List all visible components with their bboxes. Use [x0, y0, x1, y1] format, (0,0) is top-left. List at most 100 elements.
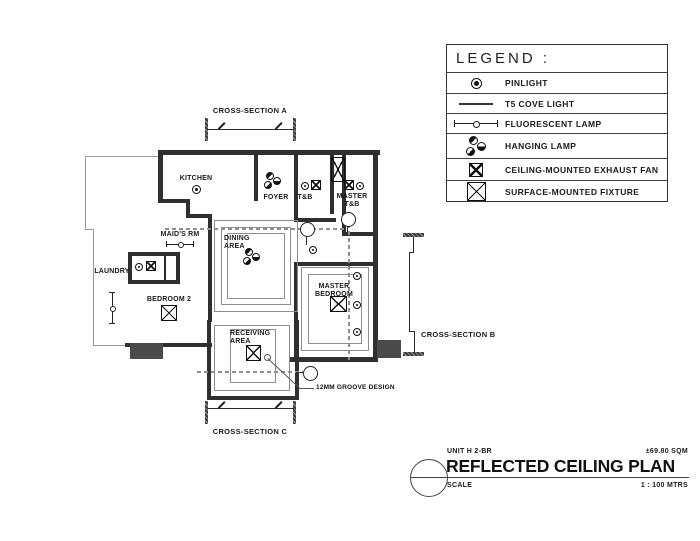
room-label-bedroom2: BEDROOM 2: [146, 296, 192, 303]
room-label-dining: DINING AREA: [224, 235, 250, 251]
unit-label: UNIT H 2-BR: [447, 448, 492, 455]
wall-segment: [254, 152, 258, 201]
section-marker-bar: [205, 401, 208, 424]
wall-segment: [186, 214, 212, 218]
room-label-tb: T&B: [297, 194, 313, 201]
ceiling-tray-outline: [214, 220, 298, 312]
wall-segment: [373, 150, 378, 362]
cross-section-b-label: CROSS-SECTION B: [421, 330, 496, 339]
pinlight-icon: [353, 301, 361, 309]
exhaust-fan-icon: [311, 180, 321, 190]
legend-label: HANGING LAMP: [505, 141, 577, 151]
wall-segment: [294, 152, 298, 222]
lamp-center-dot: [178, 242, 184, 248]
legend-row: T5 COVE LIGHT: [447, 93, 667, 113]
cross-section-a-label: CROSS-SECTION A: [212, 106, 288, 115]
lamp-blade: [245, 248, 253, 256]
section-marker-bar: [293, 118, 296, 141]
wall-segment: [295, 320, 299, 400]
lamp-blade: [252, 253, 260, 261]
fluorescent-lamp-icon: [108, 292, 116, 324]
reference-bubble-stem: [296, 372, 303, 373]
section-marker-line: [208, 408, 294, 409]
legend-label: CEILING-MOUNTED EXHAUST FAN: [505, 164, 659, 175]
lamp-center-dot: [110, 306, 116, 312]
surface-fixture-icon: [246, 345, 261, 361]
title-block-circle: [410, 459, 448, 497]
wall-segment: [290, 357, 378, 362]
lamp-blade: [266, 172, 274, 180]
dashed-section-line: [197, 371, 303, 373]
surface-fixture-icon: [330, 296, 347, 312]
pinlight-icon: [309, 246, 317, 254]
section-marker-bar: [403, 352, 424, 356]
reference-bubble: [341, 212, 356, 227]
wall-segment: [294, 262, 376, 266]
wall-segment: [207, 320, 211, 400]
reference-bubble-stem: [306, 236, 307, 245]
scale-value: 1 : 100 MTRS: [640, 482, 688, 489]
room-label-maids-rm: MAID'S RM: [160, 231, 200, 238]
boundary-line: [85, 156, 158, 157]
leader-line: [300, 388, 314, 389]
pinlight-glyph: [470, 77, 482, 89]
wall-segment: [330, 152, 334, 214]
wall-segment: [164, 254, 166, 282]
wall-segment: [176, 252, 180, 284]
reference-bubble-stem: [347, 226, 348, 236]
surface-fixture-glyph: [466, 182, 486, 201]
legend-row: CEILING-MOUNTED EXHAUST FAN: [447, 158, 667, 180]
boundary-line: [85, 229, 94, 230]
room-label-laundry: LAUNDRY: [94, 268, 130, 275]
exhaust-fan-icon: [344, 180, 354, 190]
t5-cove-light-icon: [447, 94, 505, 113]
wall-segment: [158, 199, 190, 203]
dashed-section-line: [348, 224, 350, 360]
pinlight-icon: [356, 182, 364, 190]
fluorescent-glyph: [454, 119, 498, 128]
lamp-blade: [264, 181, 272, 189]
area-label: ±69.80 SQM: [645, 448, 688, 455]
hanging-lamp-glyph: [465, 135, 487, 157]
wall-segment: [128, 280, 180, 284]
wall-segment: [294, 218, 336, 222]
ceiling-tray-outline: [214, 325, 290, 391]
room-label-foyer: FOYER: [263, 194, 289, 201]
wall-segment: [342, 152, 346, 236]
pinlight-icon: [301, 182, 309, 190]
wall-segment: [186, 199, 190, 218]
lamp-blade: [243, 257, 251, 265]
pinlight-icon: [353, 272, 361, 280]
exhaust-fan-icon: [447, 159, 505, 180]
wall-segment: [125, 343, 212, 347]
section-marker-line: [409, 331, 415, 332]
room-label-master-bedroom: MASTER BEDROOM: [315, 283, 353, 299]
hanging-lamp-icon: [264, 172, 282, 190]
hanging-lamp-icon: [243, 248, 261, 266]
reference-bubble: [300, 222, 315, 237]
pinlight-icon: [447, 73, 505, 93]
exhaust-fan-glyph: [469, 162, 483, 177]
section-marker-line: [208, 129, 294, 130]
wall-segment: [158, 150, 380, 155]
wall-segment: [208, 215, 212, 322]
pinlight-icon: [135, 263, 143, 271]
section-marker-bar: [403, 233, 424, 237]
wall-segment: [207, 396, 299, 400]
surface-fixture-icon: [161, 305, 177, 321]
scale-label: SCALE: [447, 482, 473, 489]
surface-fixture-icon: [447, 181, 505, 202]
fluorescent-lamp-icon: [447, 114, 505, 133]
wall-fill-block: [130, 343, 163, 359]
dashed-section-line: [165, 228, 347, 230]
boundary-line: [85, 156, 86, 230]
room-label-kitchen: KITCHEN: [179, 175, 213, 182]
groove-annotation: 12MM GROOVE DESIGN: [316, 384, 395, 391]
leader-start-dot: [264, 354, 271, 361]
room-label-master-tb: MASTER T&B: [336, 193, 368, 209]
boundary-line: [93, 229, 94, 346]
wall-segment: [128, 252, 132, 284]
lamp-blade: [273, 177, 281, 185]
section-marker-line: [414, 331, 415, 353]
